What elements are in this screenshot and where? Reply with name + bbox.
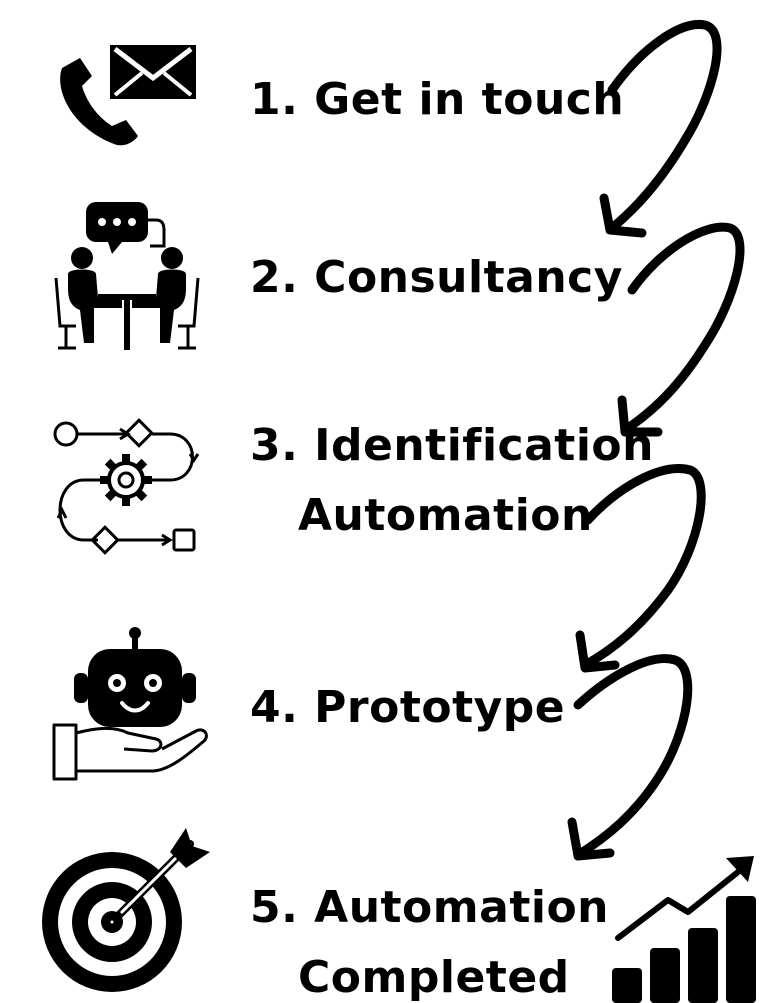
step-5-label-line1: 5. Automation — [250, 882, 609, 933]
curved-arrow-icon — [567, 654, 693, 861]
target-icon — [40, 822, 215, 997]
curved-arrow-icon — [575, 464, 706, 673]
curved-arrow-icon — [617, 222, 745, 437]
step-5-label-line2: Completed — [298, 952, 570, 1003]
curved-arrow-icon — [599, 19, 722, 238]
bar-growth-icon — [608, 850, 760, 1003]
robot-hand-icon — [52, 625, 212, 785]
step-4-label: 4. Prototype — [250, 682, 566, 733]
phone-envelope-icon — [52, 40, 200, 150]
step-1-label: 1. Get in touch — [250, 74, 625, 125]
meeting-icon — [52, 198, 202, 353]
step-2-label: 2. Consultancy — [250, 252, 623, 303]
step-3-label-line2: Automation — [298, 490, 593, 541]
process-flow-icon — [50, 410, 202, 560]
step-3-label-line1: 3. Identification — [250, 420, 654, 471]
